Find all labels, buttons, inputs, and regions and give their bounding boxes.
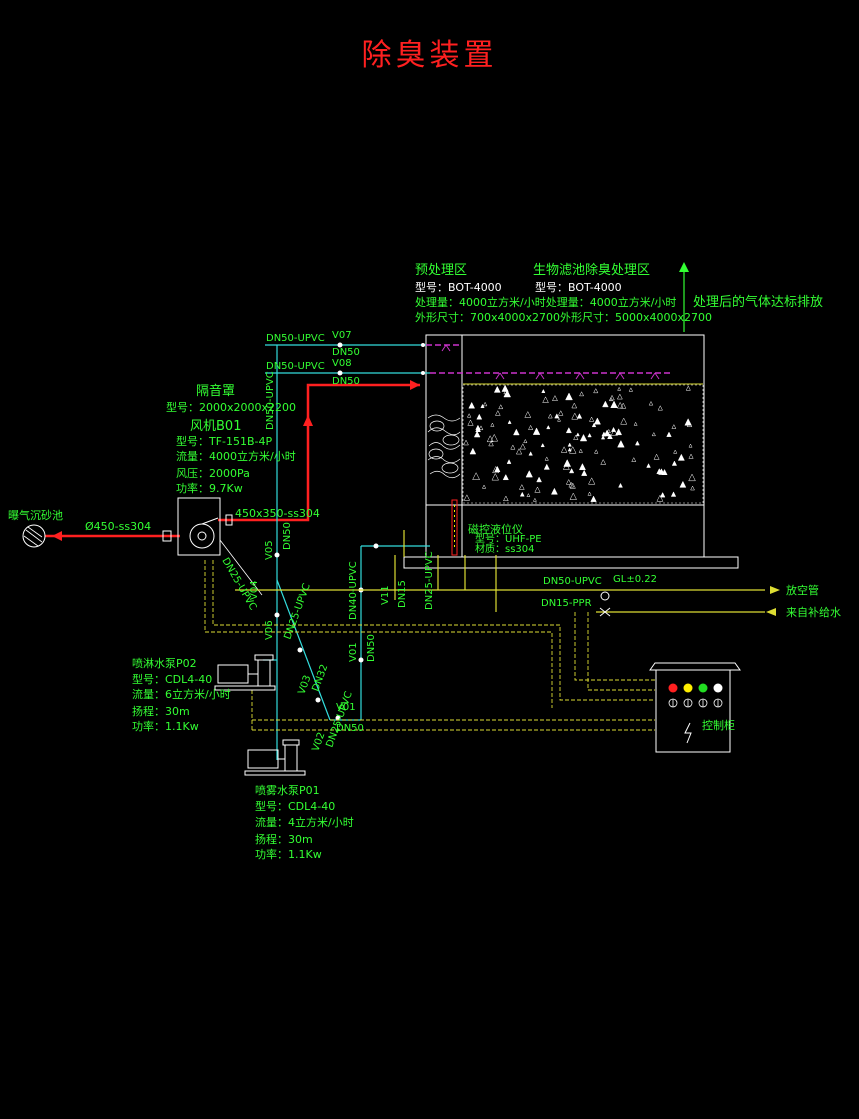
- valve-v06: V06: [264, 620, 275, 640]
- pipe-dn50-upvc-4: DN50-UPVC: [265, 371, 276, 430]
- pipe-dn15-ppr: DN15-PPR: [541, 598, 592, 609]
- duct-arrow-icon: [303, 415, 313, 426]
- pump-p02-title: 喷淋水泵P02: [132, 657, 197, 670]
- pipe-dn50-c: DN50: [336, 723, 364, 734]
- pipe-dn50-upvc-3: DN50-UPVC: [543, 576, 602, 587]
- vent-arrow-icon: [770, 586, 780, 594]
- spray-nozzle-icon: [441, 344, 660, 380]
- pump-p02-flow: 流量：6立方米/小时: [132, 687, 231, 701]
- fan-title: 风机B01: [190, 419, 241, 434]
- enclosure-model: 型号：2000x2000x2200: [166, 400, 296, 414]
- fan-flow: 流量：4000立方米/小时: [176, 449, 296, 463]
- pipe-dn50-upvc-2: DN50-UPVC: [266, 361, 325, 372]
- biofilter-model: 型号：BOT-4000: [535, 280, 622, 294]
- control-box-label: 控制柜: [702, 718, 735, 732]
- supply-arrow-icon: [766, 608, 776, 616]
- water-supply-label: 来自补给水: [786, 606, 841, 619]
- enclosure-title: 隔音罩: [196, 383, 235, 399]
- valve-v05: V05: [264, 540, 275, 560]
- indicator-lamp-icon: [668, 683, 678, 693]
- fan-leader: [219, 539, 263, 596]
- fan-power: 功率：9.7Kw: [176, 481, 243, 495]
- fan-pressure: 风压：2000Pa: [176, 467, 250, 480]
- indicator-lamp-icon: [713, 683, 723, 693]
- inlet-pipe-label: Ø450-ss304: [85, 520, 151, 533]
- pretreat-model: 型号：BOT-4000: [415, 280, 502, 294]
- vertical-labels: DN50-UPVC V05 DN50 V04 V06 DN25-UPVC V03…: [219, 371, 435, 753]
- treatment-tank: [403, 334, 739, 569]
- duct-arrow-icon: [52, 531, 62, 541]
- duct-flange: [162, 530, 172, 542]
- pump-p02-power: 功率：1.1Kw: [132, 719, 199, 733]
- spray-header: [426, 344, 670, 374]
- pipe-dn50-b: DN50: [332, 376, 360, 387]
- valve-v08: V08: [332, 358, 352, 369]
- valve-v03: V03: [296, 674, 313, 696]
- exhaust-label: 处理后的气体达标排放: [693, 294, 823, 310]
- pump-p02-model: 型号：CDL4-40: [132, 672, 212, 686]
- capacity-line: 处理量：4000立方米/小时处理量：4000立方米/小时: [415, 295, 676, 309]
- pump-p01-model: 型号：CDL4-40: [255, 799, 335, 813]
- valve-v01: V01: [336, 702, 356, 713]
- duct-arrow-icon: [410, 380, 420, 390]
- valve-v04: V04: [249, 580, 260, 600]
- indicator-lamp-icon: [683, 683, 693, 693]
- pretreat-title: 预处理区: [415, 263, 467, 278]
- vent-label: 放空管: [786, 583, 819, 597]
- size-line: 外形尺寸：700x4000x2700外形尺寸：5000x4000x2700: [415, 310, 712, 324]
- labels: 预处理区 生物滤池除臭处理区 型号：BOT-4000 型号：BOT-4000 处…: [8, 263, 841, 861]
- valve-v07: V07: [332, 330, 352, 341]
- supply-valve-icon: [599, 591, 611, 617]
- source-label: 曝气沉砂池: [8, 508, 63, 522]
- aeration-tank-icon: [22, 524, 46, 548]
- biofilter-media: [462, 384, 704, 504]
- mist-pump-p01-icon: [244, 739, 306, 776]
- pump-p01-power: 功率：1.1Kw: [255, 847, 322, 861]
- pipe-gl: GL±0.22: [613, 574, 657, 585]
- pump-p02-head: 扬程：30m: [132, 704, 190, 718]
- control-wiring: [204, 560, 655, 731]
- pipe-dn40: DN40-UPVC: [348, 561, 359, 620]
- valve-v11: V11: [380, 585, 391, 605]
- level-gauge-title: 磁控液位仪: [468, 522, 523, 536]
- pipe-dn50-a: DN50: [332, 347, 360, 358]
- valve-v01b: V01: [348, 642, 359, 662]
- duct-pipe-label: 450x350-ss304: [235, 507, 320, 520]
- pipe-dn32: DN32: [310, 663, 330, 693]
- level-gauge-material: 材质：ss304: [475, 542, 535, 555]
- control-box: [649, 662, 741, 753]
- pump-p01-title: 喷雾水泵P01: [255, 784, 320, 797]
- pipe-dn50-e: DN50: [366, 634, 377, 662]
- pipe-dn15: DN15: [397, 580, 408, 608]
- pipe-dn50-upvc-1: DN50-UPVC: [266, 333, 325, 344]
- electric-icon: [684, 722, 692, 744]
- pump-p01-flow: 流量：4立方米/小时: [255, 815, 354, 829]
- biofilter-title: 生物滤池除臭处理区: [533, 263, 650, 278]
- level-gauge-icon: [451, 499, 458, 556]
- pipe-dn50-d: DN50: [282, 522, 293, 550]
- level-gauge-model: 型号：UHF-PE: [475, 532, 542, 545]
- spray-pump-p02-icon: [214, 654, 276, 691]
- pretreatment-packing: [427, 414, 461, 479]
- diagram-title: 除臭装置: [361, 38, 498, 73]
- pump-p01-head: 扬程：30m: [255, 832, 313, 846]
- fan-model: 型号：TF-151B-4P: [176, 434, 273, 448]
- pipe-dn25-upvc-3: DN25-UPVC: [424, 551, 435, 610]
- fan-icon: [177, 497, 221, 556]
- drain-pipe: [235, 530, 765, 613]
- valve-icon: [274, 342, 425, 721]
- duct-flange: [225, 514, 233, 526]
- indicator-lamp-icon: [698, 683, 708, 693]
- air-duct: [45, 383, 420, 538]
- exhaust-arrow-icon: [679, 262, 689, 332]
